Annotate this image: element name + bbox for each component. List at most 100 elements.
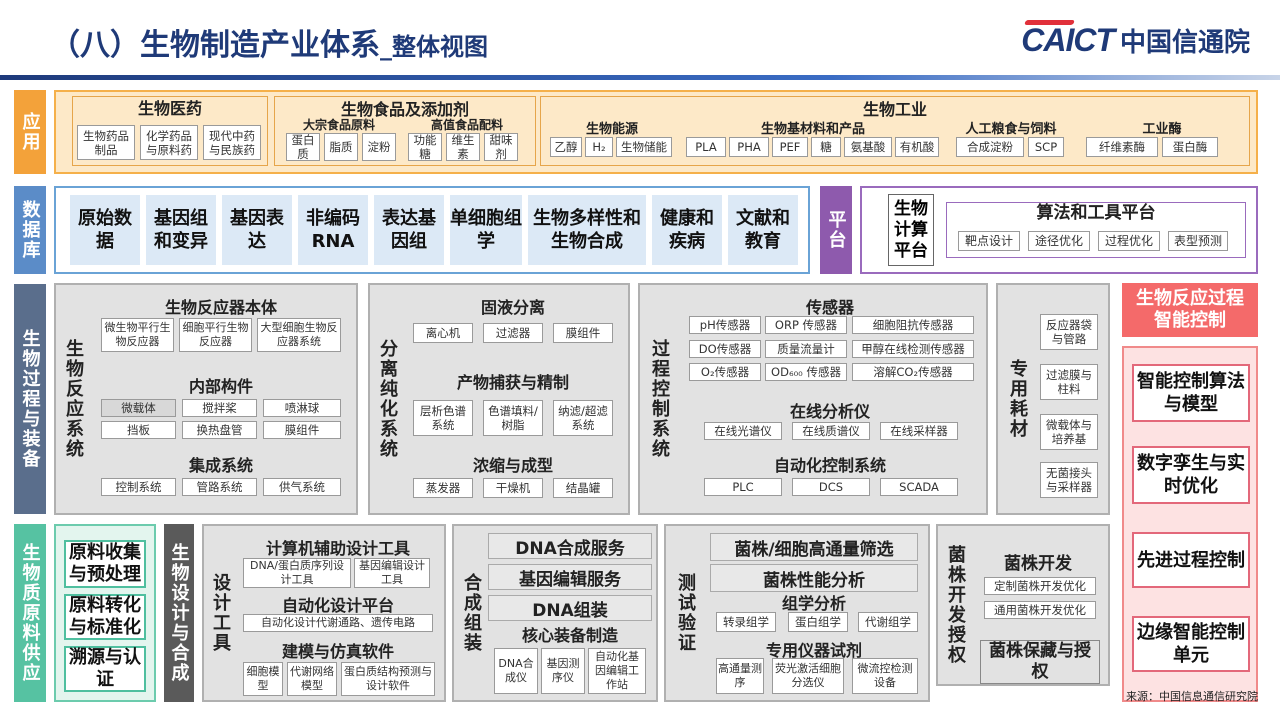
ind-item: 合成淀粉 [956,137,1024,157]
algo-group [946,202,1246,258]
sep-item: 色谱填料/树脂 [483,400,543,436]
dtools-item: 基因编辑设计工具 [354,558,430,588]
test-item: 蛋白组学 [788,612,848,632]
ind-item: 乙醇 [550,137,582,157]
ctrl-item: 在线采样器 [880,422,958,440]
ind-item: 氨基酸 [844,137,892,157]
source-note: 来源：中国信息通信研究院 [1126,690,1258,703]
synth-core-item: DNA合成仪 [494,648,538,694]
reactor-label: 生物反应系统 [63,339,84,459]
db-item: 文献和教育 [728,195,798,265]
food-sub2: 高值食品配料 [430,118,503,132]
consum-label: 专用耗材 [1007,359,1028,439]
ind-item: 有机酸 [895,137,939,157]
reactor-item: 管路系统 [182,478,257,496]
reactor-item: 细胞平行生物反应器 [179,318,252,352]
db-item: 非编码RNA [298,195,368,265]
smart-item: 先进过程控制 [1132,532,1250,588]
test-inst: 专用仪器试剂 [765,641,862,660]
smart-item: 智能控制算法与模型 [1132,364,1250,422]
sep-item: 干燥机 [483,478,543,498]
ind-title: 生物工业 [862,100,927,119]
food-item: 淀粉 [362,133,396,161]
synth-core-item: 自动化基因编辑工作站 [588,648,646,694]
dtools-item: DNA/蛋白质序列设计工具 [243,558,351,588]
smart-title: 生物反应过程智能控制 [1122,283,1258,337]
dtools-model: 建模与仿真软件 [281,642,394,661]
reactor-item: 供气系统 [263,478,341,496]
med-group [72,96,268,166]
platform-calc: 生物计算平台 [888,194,934,266]
test-item: 代谢组学 [858,612,918,632]
algo-item: 靶点设计 [958,231,1020,251]
ctrl-item: 细胞阻抗传感器 [852,316,974,334]
consum-item: 无菌接头与采样器 [1040,462,1098,498]
ctrl-sensor: 传感器 [805,298,854,317]
med-item: 生物药品制品 [77,125,135,160]
reactor-item: 挡板 [101,421,176,439]
page-title: （八）生物制造产业体系_整体视图 [50,28,488,63]
ctrl-item: 甲醇在线检测传感器 [852,340,974,358]
dtools-item: 自动化设计代谢通路、遗传电路 [243,614,433,632]
ctrl-item: 溶解CO₂传感器 [852,363,974,381]
smart-item: 边缘智能控制单元 [1132,616,1250,672]
strain-dev: 菌株开发 [1004,554,1072,574]
consum-item: 微载体与培养基 [1040,414,1098,450]
algo-item: 途径优化 [1028,231,1090,251]
food-item: 维生素 [446,133,480,161]
test-item: 荧光激活细胞分选仪 [772,658,844,694]
platform-section [860,186,1258,274]
med-item: 化学药品与原料药 [140,125,198,160]
sep-label: 分离纯化系统 [377,339,398,459]
reactor-item: 控制系统 [101,478,176,496]
db-item: 表达基因组 [374,195,444,265]
ctrl-item: ORP 传感器 [765,316,847,334]
strain-label: 菌株开发授权 [945,545,966,665]
dtools-auto: 自动化设计平台 [281,596,394,615]
header-divider [0,75,1280,80]
ctrl-item: PLC [704,478,782,496]
ctrl-item: DCS [792,478,870,496]
dtools-item: 细胞模型 [243,662,283,696]
sep-item: 过滤器 [483,323,543,343]
db-item: 基因表达 [222,195,292,265]
food-item: 蛋白质 [286,133,320,161]
test-label: 测试验证 [675,573,696,653]
reactor-item: 换热盘管 [182,421,257,439]
ctrl-label: 过程控制系统 [649,339,670,459]
synth-core-item: 基因测序仪 [541,648,585,694]
test-item: 菌株/细胞高通量筛选 [710,533,918,561]
food-item: 甜味剂 [484,133,518,161]
label-raw: 生物质原料供应 [14,524,46,702]
sep-item: 蒸发器 [413,478,473,498]
db-item: 生物多样性和生物合成 [528,195,646,265]
ctrl-item: 质量流量计 [765,340,847,358]
ind-item: 纤维素酶 [1086,137,1158,157]
food-title: 生物食品及添加剂 [340,100,469,119]
db-item: 单细胞组学 [450,195,522,265]
consum-item: 反应器袋与管路 [1040,314,1098,350]
reactor-integ: 集成系统 [188,456,253,475]
label-db: 数据库 [14,186,46,274]
label-design: 生物设计与合成 [164,524,194,702]
algo-item: 表型预测 [1168,231,1228,251]
reactor-item: 大型细胞生物反应器系统 [257,318,341,352]
reactor-parts: 内部构件 [188,377,253,396]
strain-item: 通用菌株开发优化 [984,601,1096,619]
ind-item: 糖 [811,137,841,157]
dtools-item: 蛋白质结构预测与设计软件 [341,662,435,696]
food-item: 功能糖 [408,133,442,161]
sep-item: 结晶罐 [553,478,613,498]
dtools-label: 设计工具 [210,573,231,653]
ctrl-online: 在线分析仪 [789,402,870,421]
ind-item: 生物储能 [616,137,672,157]
label-app: 应用 [14,90,46,174]
sep-item: 离心机 [413,323,473,343]
synth-item: DNA合成服务 [488,533,652,559]
algo-item: 过程优化 [1098,231,1160,251]
sep-cap: 产物捕获与精制 [456,373,569,392]
test-item: 转录组学 [716,612,776,632]
synth-item: DNA组装 [488,595,652,621]
ctrl-item: SCADA [880,478,958,496]
